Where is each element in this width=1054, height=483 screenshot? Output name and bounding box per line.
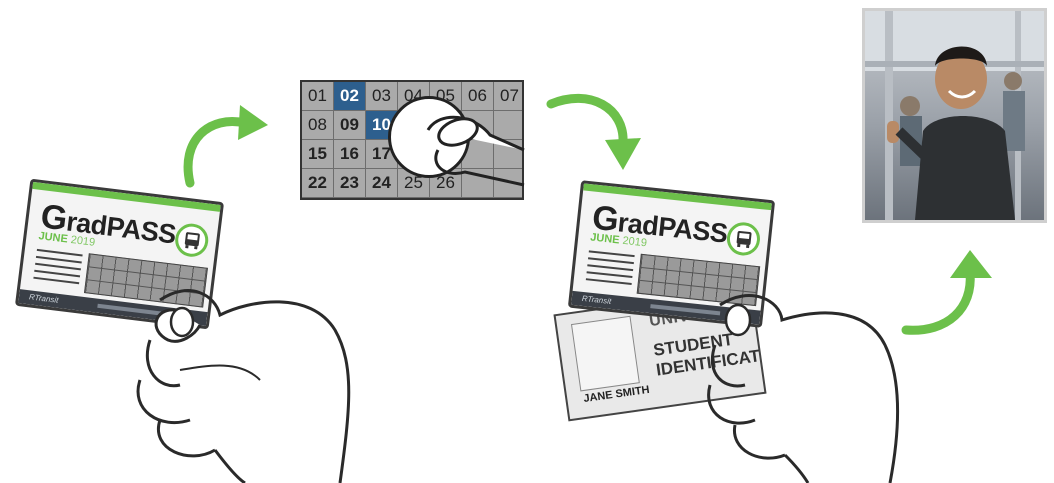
card-text-lines <box>33 248 83 289</box>
calendar-cell <box>462 169 494 198</box>
gradpass-card-step3: GradPASS JUNE 2019 RTransit <box>567 180 776 328</box>
card-year: 2019 <box>621 234 648 250</box>
calendar-cell: 16 <box>334 140 366 169</box>
card-text-lines <box>585 250 635 290</box>
calendar-cell: 24 <box>366 169 398 198</box>
hand-icon <box>136 289 351 483</box>
calendar-cell: 07 <box>494 82 522 111</box>
calendar-cell: 22 <box>302 169 334 198</box>
calendar-cell <box>462 140 494 169</box>
calendar-cell: 23 <box>334 169 366 198</box>
arrow-icon <box>546 94 641 170</box>
gradpass-card-step1: GradPASS JUNE 2019 RTransit <box>14 178 225 330</box>
hand-icon <box>426 115 525 187</box>
calendar-cell: 08 <box>302 111 334 140</box>
calendar-cell: 06 <box>462 82 494 111</box>
card-month-name: JUNE <box>37 230 69 246</box>
calendar-cell <box>494 111 522 140</box>
card-month-name: JUNE <box>589 231 621 247</box>
calendar-cell: 25 <box>398 169 430 198</box>
bus-rider-photo <box>862 8 1047 223</box>
calendar-cell: 01 <box>302 82 334 111</box>
card-footer-logo: RTransit <box>581 293 612 306</box>
hand-icon <box>707 294 900 483</box>
calendar-cell <box>494 140 522 169</box>
arrow-icon <box>901 250 992 335</box>
calendar-cell: 09 <box>334 111 366 140</box>
id-photo <box>570 315 640 392</box>
calendar-cell <box>494 169 522 198</box>
bus-icon <box>725 220 762 258</box>
card-footer-logo: RTransit <box>28 292 59 305</box>
calendar-cell-highlighted: 02 <box>334 82 366 111</box>
arrow-icon <box>183 105 268 188</box>
bus-rider-illustration <box>865 11 1044 220</box>
calendar-cell: 15 <box>302 140 334 169</box>
card-year: 2019 <box>70 233 96 249</box>
bus-icon <box>173 221 211 259</box>
calendar-cell: 26 <box>430 169 462 198</box>
calendar-cell: 03 <box>366 82 398 111</box>
